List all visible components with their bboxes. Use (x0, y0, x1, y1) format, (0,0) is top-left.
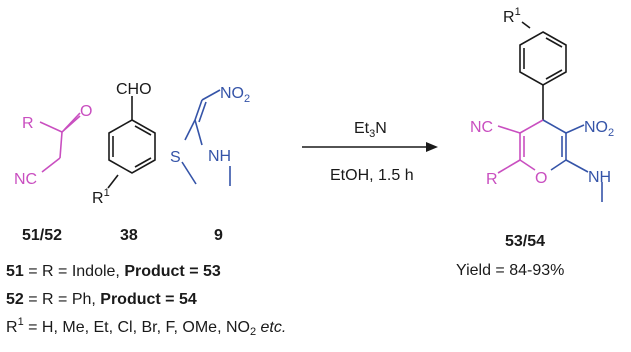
legend-line-r1: R1 = H, Me, Et, Cl, Br, F, OMe, NO2 etc. (6, 316, 287, 338)
ketonitrile-o-label: O (80, 103, 92, 120)
legend-52-product: Product = 54 (100, 291, 197, 308)
product-r-label: R (486, 171, 498, 188)
ketonitrile-compound-label: 51/52 (22, 227, 62, 244)
product-o-label: O (535, 170, 547, 187)
benzaldehyde-structure (107, 96, 156, 189)
product-no2-label: NO2 (584, 119, 614, 139)
aldehyde-cho-label: CHO (116, 81, 152, 98)
product-phenyl-ring (519, 21, 567, 120)
legend-51-number: 51 (6, 263, 24, 280)
product-pyran-core (497, 119, 603, 202)
reaction-arrow (302, 142, 438, 152)
product-yield: Yield = 84-93% (456, 262, 565, 279)
legend-51-text: = R = Indole, (23, 263, 125, 280)
aldehyde-r1-label: R1 (92, 187, 110, 207)
solvent-label: EtOH, 1.5 h (330, 167, 414, 184)
legend-52-text: = R = Ph, (23, 291, 101, 308)
nitroketene-nh-label: NH (208, 148, 231, 165)
product-nh-label: NH (588, 169, 611, 186)
product-compound-label: 53/54 (505, 233, 545, 250)
nitroketene-s-label: S (170, 149, 181, 166)
legend-51-product: Product = 53 (124, 263, 221, 280)
nitroketene-no2-label: NO2 (220, 85, 250, 105)
nitroketene-compound-label: 9 (214, 227, 223, 244)
reagent-label: Et3N (354, 120, 387, 140)
legend-52-number: 52 (6, 291, 24, 308)
legend-line-51: 51 = R = Indole, Product = 53 (6, 262, 221, 282)
legend-line-52: 52 = R = Ph, Product = 54 (6, 290, 197, 310)
reaction-scheme: R O NC 51/52 CHO R1 38 NO2 S NH 9 Et3N E… (14, 6, 614, 250)
nitroketene-structure (181, 89, 231, 186)
product-r1-label: R1 (503, 6, 521, 26)
ketonitrile-structure (39, 112, 81, 173)
ketonitrile-nc-label: NC (14, 171, 37, 188)
aldehyde-compound-label: 38 (120, 227, 138, 244)
product-nc-label: NC (470, 119, 493, 136)
ketonitrile-r-label: R (22, 115, 34, 132)
